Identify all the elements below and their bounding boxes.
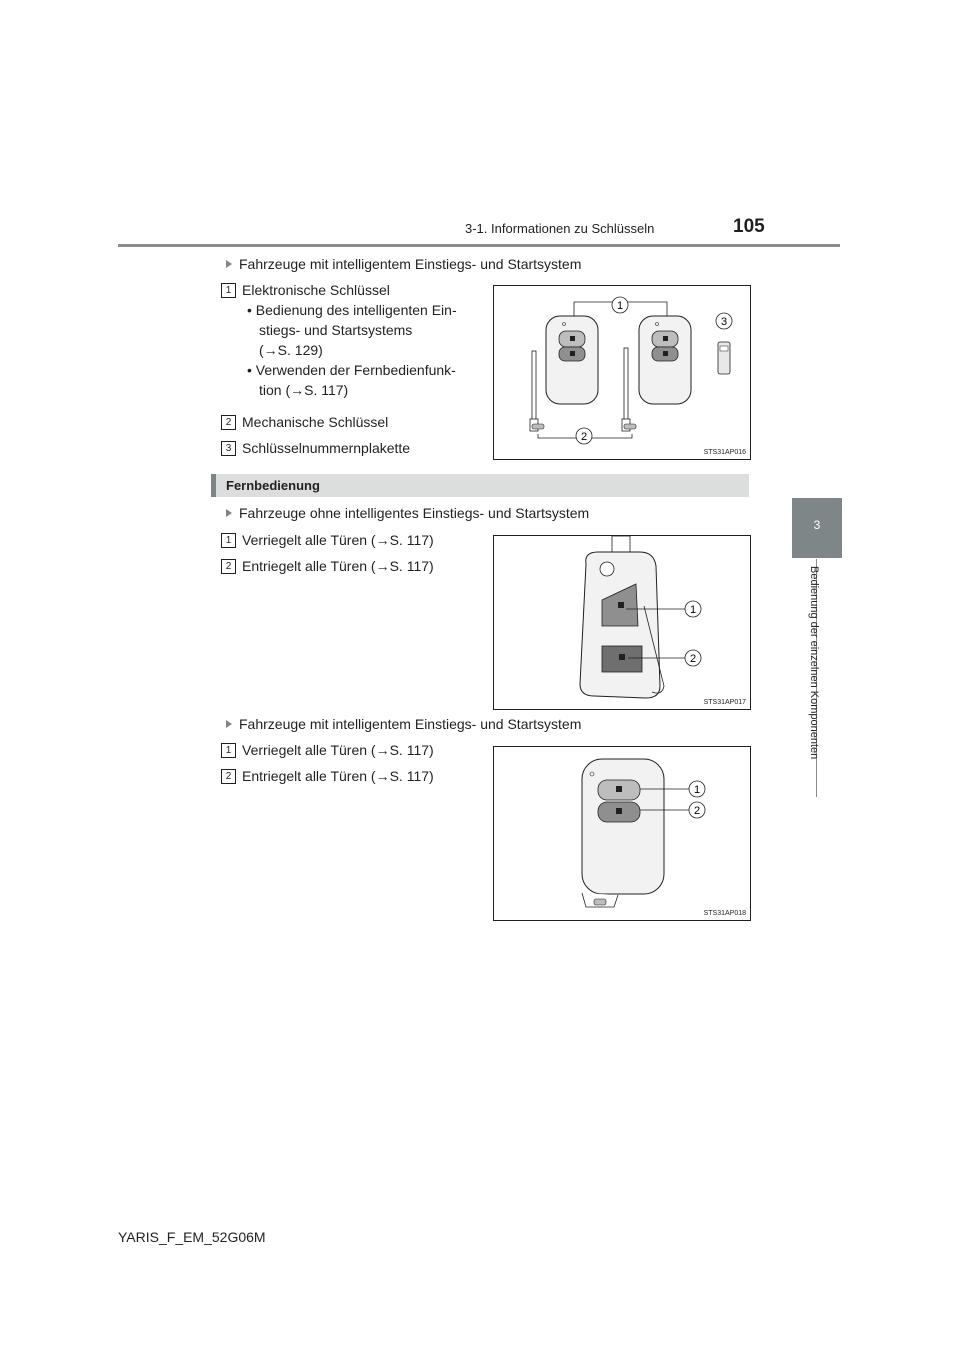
bullet-text: tion (→S. 117) — [259, 382, 349, 398]
remote-key-illustration: 1 2 — [579, 535, 702, 699]
bullet-text: Verwenden der Fernbedienfunk- — [255, 362, 456, 378]
callout-1: 1 — [617, 300, 623, 312]
item-number-box: 2 — [221, 559, 236, 574]
chapter-tab-line — [816, 559, 817, 797]
figure-remote-key: 1 2 STS31AP017 — [493, 535, 751, 710]
condition-heading: Fahrzeuge ohne intelligentes Einstiegs- … — [226, 505, 589, 521]
callout-3: 3 — [721, 316, 727, 328]
callout-2: 2 — [581, 431, 587, 443]
item-number-box: 2 — [221, 415, 236, 430]
bullet-list: • Bedienung des intelligenten Ein- stieg… — [247, 300, 487, 400]
figure-code: STS31AP018 — [703, 910, 746, 917]
callout-2: 2 — [694, 805, 700, 817]
item-label: Elektronische Schlüssel — [242, 282, 390, 298]
section-header: 3-1. Informationen zu Schlüsseln — [465, 221, 655, 236]
item-number-box: 1 — [221, 283, 236, 298]
triangle-bullet-icon — [226, 720, 232, 728]
figure-code: STS31AP016 — [703, 449, 746, 456]
item-label: Entriegelt alle Türen (→S. 117) — [242, 768, 434, 784]
chapter-title: Bedienung der einzelnen Komponenten — [808, 566, 820, 760]
figure-smart-key: 1 2 STS31AP018 — [493, 746, 751, 921]
item-label: Verriegelt alle Türen (→S. 117) — [242, 742, 434, 758]
page-number: 105 — [733, 216, 765, 237]
callout-2: 2 — [690, 653, 696, 665]
item-label: Verriegelt alle Türen (→S. 117) — [242, 532, 434, 548]
condition-heading: Fahrzeuge mit intelligentem Einstiegs- u… — [226, 716, 581, 732]
triangle-bullet-icon — [226, 509, 232, 517]
callout-1: 1 — [690, 604, 696, 616]
item-number-box: 2 — [221, 769, 236, 784]
item-label: Mechanische Schlüssel — [242, 414, 389, 430]
item-number-box: 3 — [221, 441, 236, 456]
condition-text: Fahrzeuge mit intelligentem Einstiegs- u… — [239, 716, 582, 732]
chapter-number: 3 — [813, 518, 821, 532]
header-divider — [118, 244, 840, 247]
list-item: • Bedienung des intelligenten Ein- — [247, 302, 457, 318]
bullet-text: Bedienung des intelligenten Ein- — [255, 302, 457, 318]
document-code: YARIS_F_EM_52G06M — [118, 1229, 266, 1245]
bullet-text: (→S. 129) — [259, 342, 323, 358]
section-title: Fernbedienung — [226, 478, 320, 493]
item-label: Entriegelt alle Türen (→S. 117) — [242, 558, 434, 574]
condition-text: Fahrzeuge ohne intelligentes Einstiegs- … — [239, 505, 590, 521]
section-bar — [211, 474, 749, 497]
section-bar-marker — [211, 474, 216, 497]
item-label: Schlüsselnummernplakette — [242, 440, 411, 456]
item-number-box: 1 — [221, 743, 236, 758]
bullet-text: stiegs- und Startsystems — [259, 322, 413, 338]
figure-code: STS31AP017 — [703, 699, 746, 706]
chapter-tab — [792, 498, 842, 558]
condition-heading: Fahrzeuge mit intelligentem Einstiegs- u… — [226, 256, 581, 272]
item-number-box: 1 — [221, 533, 236, 548]
callout-1: 1 — [694, 784, 700, 796]
triangle-bullet-icon — [226, 260, 232, 268]
list-item: • Verwenden der Fernbedienfunk- — [247, 362, 456, 378]
figure-smart-keys: 1 2 3 STS31AP016 — [493, 285, 751, 460]
smart-key-illustration: 1 2 — [581, 758, 706, 908]
condition-text: Fahrzeuge mit intelligentem Einstiegs- u… — [239, 256, 582, 272]
smart-keys-illustration: 1 2 3 — [529, 296, 733, 445]
